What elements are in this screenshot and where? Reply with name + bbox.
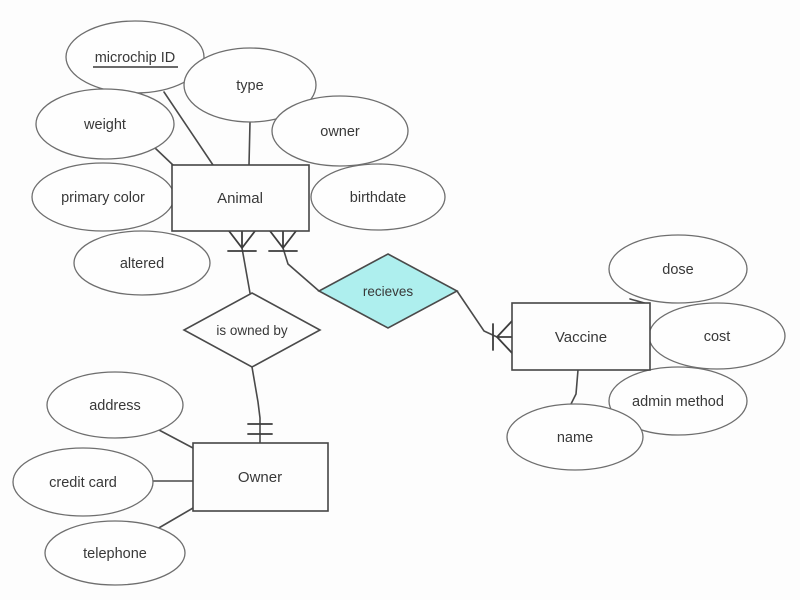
connector-vaccine-to-name[interactable] xyxy=(569,369,579,407)
attribute-weight-label: weight xyxy=(83,117,126,133)
attribute-owner-label: owner xyxy=(320,124,360,140)
connector-telephone-to-owner[interactable] xyxy=(156,507,194,530)
crow-foot-one-bar-animal-left xyxy=(227,230,257,252)
attribute-telephone-label: telephone xyxy=(83,546,147,562)
attribute-dose[interactable]: dose xyxy=(608,234,748,304)
connector-is-owned-by-to-owner[interactable] xyxy=(247,366,273,444)
attribute-address-label: address xyxy=(89,398,141,414)
double-bar-owner xyxy=(247,423,273,435)
attribute-primary-color[interactable]: primary color xyxy=(31,162,175,232)
attribute-credit-card-label: credit card xyxy=(49,475,117,491)
connector-weight-to-animal[interactable] xyxy=(153,146,175,167)
attribute-type-label: type xyxy=(236,78,263,94)
entity-vaccine-label: Vaccine xyxy=(555,329,607,346)
attribute-microchip-id[interactable]: microchip ID xyxy=(65,20,205,94)
attribute-owner[interactable]: owner xyxy=(271,95,409,167)
attribute-microchip-id-label: microchip ID xyxy=(95,50,176,66)
connector-type-to-animal[interactable] xyxy=(248,121,251,166)
relationship-recieves-label: recieves xyxy=(363,284,414,299)
attribute-cost[interactable]: cost xyxy=(648,302,786,370)
crow-foot-one-bar-animal-right xyxy=(268,230,298,252)
entity-owner-label: Owner xyxy=(238,469,282,486)
connector-animal-to-is-owned-by[interactable] xyxy=(227,230,257,294)
relationship-recieves[interactable]: recieves xyxy=(317,253,459,329)
entity-animal[interactable]: Animal xyxy=(171,164,310,232)
relationship-is-owned-by[interactable]: is owned by xyxy=(182,292,322,368)
attribute-credit-card[interactable]: credit card xyxy=(12,447,154,517)
attribute-dose-label: dose xyxy=(662,262,693,278)
attribute-altered[interactable]: altered xyxy=(73,230,211,296)
attribute-admin-method-label: admin method xyxy=(632,394,724,410)
attribute-weight[interactable]: weight xyxy=(35,88,175,160)
connector-address-to-owner[interactable] xyxy=(158,429,194,449)
crow-foot-one-bar-vaccine xyxy=(492,320,513,354)
attribute-primary-color-label: primary color xyxy=(61,190,145,206)
attribute-altered-label: altered xyxy=(120,256,164,272)
connector-animal-to-recieves[interactable] xyxy=(268,230,320,292)
connector-recieves-to-vaccine[interactable] xyxy=(456,290,513,354)
connector-microchip-id-to-animal[interactable] xyxy=(163,91,214,166)
attribute-name-label: name xyxy=(557,430,593,446)
relationship-is-owned-by-label: is owned by xyxy=(216,323,288,338)
entity-owner[interactable]: Owner xyxy=(192,442,329,512)
attribute-telephone[interactable]: telephone xyxy=(44,520,186,586)
attribute-admin-method[interactable]: admin method xyxy=(608,366,748,436)
attribute-cost-label: cost xyxy=(704,329,731,345)
entity-animal-label: Animal xyxy=(217,190,263,207)
attribute-birthdate-label: birthdate xyxy=(350,190,406,206)
attribute-address[interactable]: address xyxy=(46,371,184,439)
attribute-type[interactable]: type xyxy=(183,47,317,123)
attribute-birthdate[interactable]: birthdate xyxy=(310,163,446,231)
attribute-name[interactable]: name xyxy=(506,403,644,471)
entity-vaccine[interactable]: Vaccine xyxy=(511,302,651,371)
